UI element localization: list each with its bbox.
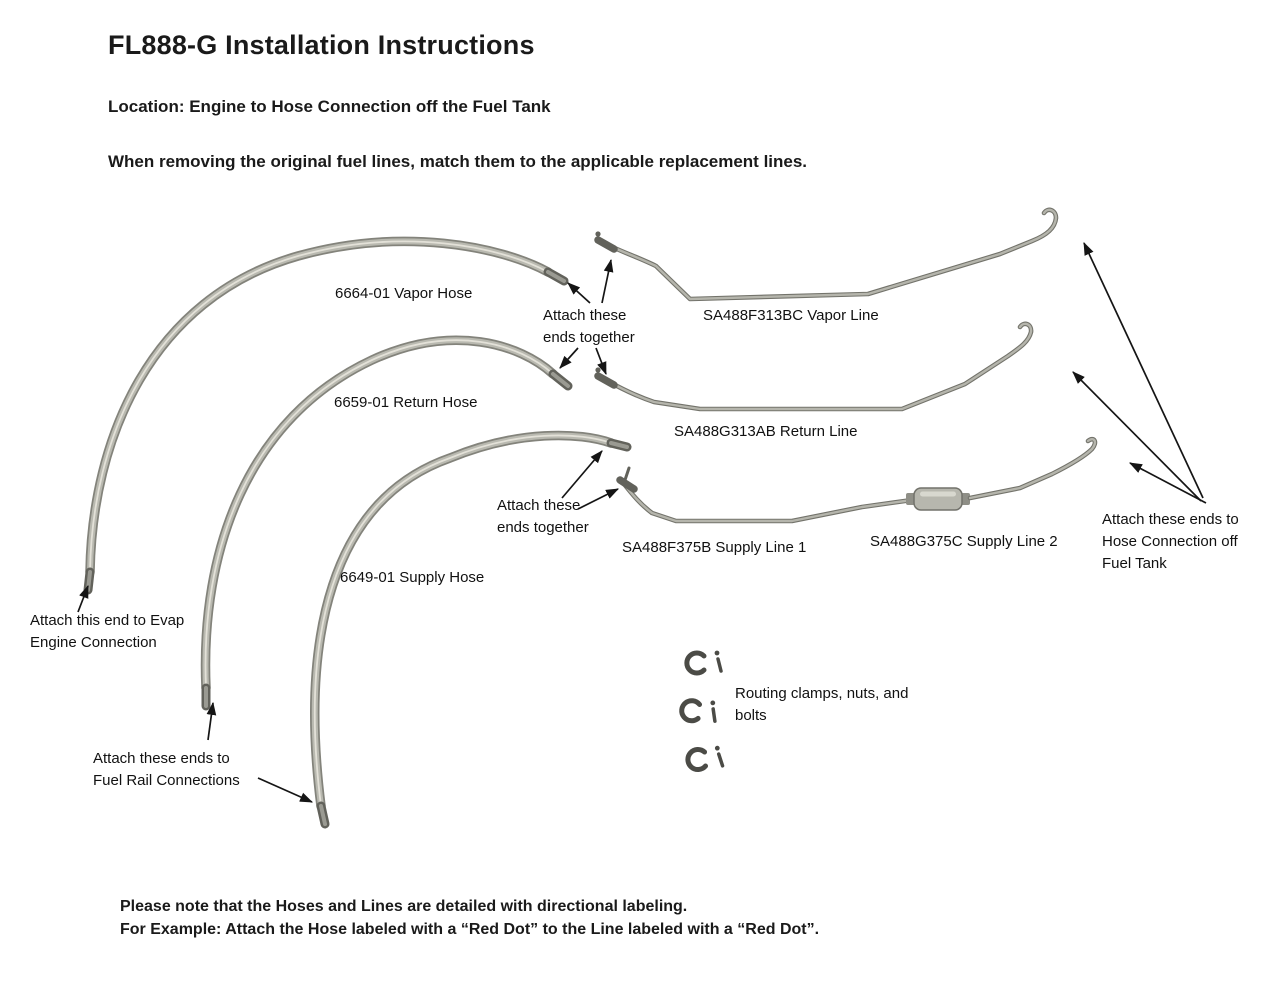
vapor-line-drawing [594,207,1059,302]
footer-note: Please note that the Hoses and Lines are… [120,898,820,939]
routing-clamps-label: Routing clamps, nuts, and bolts [735,685,909,724]
vapor-hose-label: 6664-01 Vapor Hose [335,285,473,302]
supply-line1-label: SA488F375B Supply Line 1 [622,539,807,556]
attach-tank-label: Attach these ends to Hose Connection off… [1102,511,1239,572]
removal-note: When removing the original fuel lines, m… [108,152,808,171]
return-hose-drawing [200,335,573,711]
supply-hose-label: 6649-01 Supply Hose [340,569,485,586]
supply-line1-drawing [616,466,915,524]
attach-together-bottom-label: Attach these ends together [497,497,589,536]
return-line-label: SA488G313AB Return Line [674,423,858,440]
routing-clamp-icon [681,651,723,771]
fuel-filter [906,487,970,511]
vapor-hose-drawing [83,236,569,595]
page-title: FL888-G Installation Instructions [108,30,535,60]
supply-line2-label: SA488G375C Supply Line 2 [870,533,1058,550]
location-line: Location: Engine to Hose Connection off … [108,97,551,116]
supply-line2-drawing [967,436,1098,501]
return-line-drawing [594,321,1034,412]
attach-evap-label: Attach this end to Evap Engine Connectio… [30,612,185,651]
return-hose-label: 6659-01 Return Hose [334,394,478,411]
supply-hose-drawing [310,430,632,829]
attach-fuel-rail-label: Attach these ends to Fuel Rail Connectio… [93,750,240,789]
callout-arrows [77,242,1207,803]
vapor-line-label: SA488F313BC Vapor Line [703,307,879,324]
attach-together-top-label: Attach these ends together [543,307,635,346]
